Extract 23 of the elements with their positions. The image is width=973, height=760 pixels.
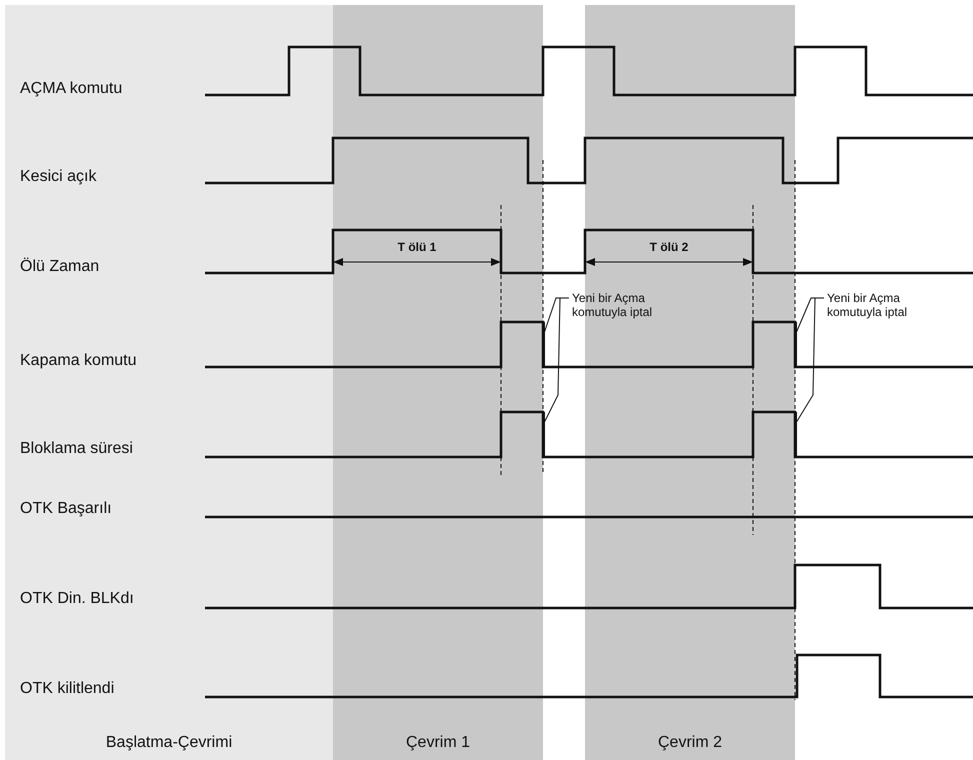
falling-edge-segment — [794, 412, 796, 457]
dimension-label: T ölü 1 — [396, 240, 438, 254]
cycle-band — [333, 5, 543, 760]
callout-text: Yeni bir Açma komutuyla iptal — [572, 291, 682, 319]
signal-name: Bloklama süresi — [20, 440, 133, 458]
signal-name: OTK Başarılı — [20, 500, 112, 518]
cycle-label: Başlatma-Çevrimi — [104, 734, 234, 752]
signal-name: OTK kilitlendi — [20, 680, 114, 698]
signal-name: Ölü Zaman — [20, 258, 100, 276]
falling-edge-segment — [542, 412, 544, 457]
signal-name: AÇMA komutu — [20, 80, 122, 98]
signal-name: Kesici açık — [20, 168, 96, 186]
falling-edge-segment — [794, 322, 796, 367]
cycle-label: Çevrim 2 — [656, 734, 723, 752]
signal-name: Kapama komutu — [20, 352, 137, 370]
leader-line — [796, 298, 824, 422]
cycle-label: Çevrim 1 — [404, 734, 471, 752]
falling-edge-segment — [542, 322, 544, 367]
cycle-band — [5, 5, 333, 760]
dimension-label: T ölü 2 — [648, 240, 690, 254]
leader-line — [544, 298, 570, 422]
signal-name: OTK Din. BLKdı — [20, 590, 134, 608]
callout-text: Yeni bir Açma komutuyla iptal — [827, 291, 937, 319]
